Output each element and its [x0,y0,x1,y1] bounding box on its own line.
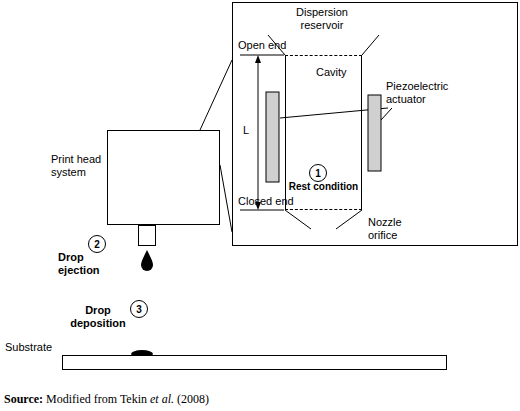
source-label: et al. [150,392,174,407]
leader-line [381,108,392,120]
extension-line [240,210,284,211]
source-label: Modified from Tekin [46,392,147,407]
inset-frame [233,3,518,246]
node-label: Print head system [51,153,105,179]
part-label: Closed end [238,195,298,208]
print-head-box: Print head system [107,130,220,225]
callout-number: 1 [310,165,326,181]
nozzle [139,226,156,246]
callout-number: 2 [89,236,105,252]
part-label: Dispersion reservoir [282,6,362,32]
dimension-arrows [255,55,261,210]
extension-line [240,55,284,56]
node-label: Cavity [316,66,360,79]
drop [141,250,153,271]
part-label: Nozzle orifice [368,216,414,242]
source-line: Source:Modified from Tekinet al.(2008) [4,392,209,407]
nozzle-wall [285,210,311,229]
step-label: Drop ejection [58,251,110,277]
callout-circle: 1 [309,164,327,182]
piezo-actuator [266,92,279,182]
zoom-line [220,165,232,232]
callout-circle: 3 [130,300,148,318]
nozzle-wall [336,210,362,229]
dimension-line [258,58,259,207]
callout-circle: 2 [88,235,106,253]
state-label: Rest condition [286,180,361,193]
source-label: Source: [4,392,43,407]
dimension-label: L [243,124,253,137]
node-label: Substrate [5,341,63,354]
callout-number: 3 [131,301,147,317]
part-label: Piezoelectric actuator [386,80,466,106]
substrate: Substrate [62,355,447,370]
step-label: Drop deposition [66,304,130,330]
piezo-actuator [368,95,381,171]
reservoir-wall [362,35,379,55]
source-label: (2008) [177,392,209,407]
part-label: Open end [238,39,298,52]
zoom-line [200,60,232,130]
